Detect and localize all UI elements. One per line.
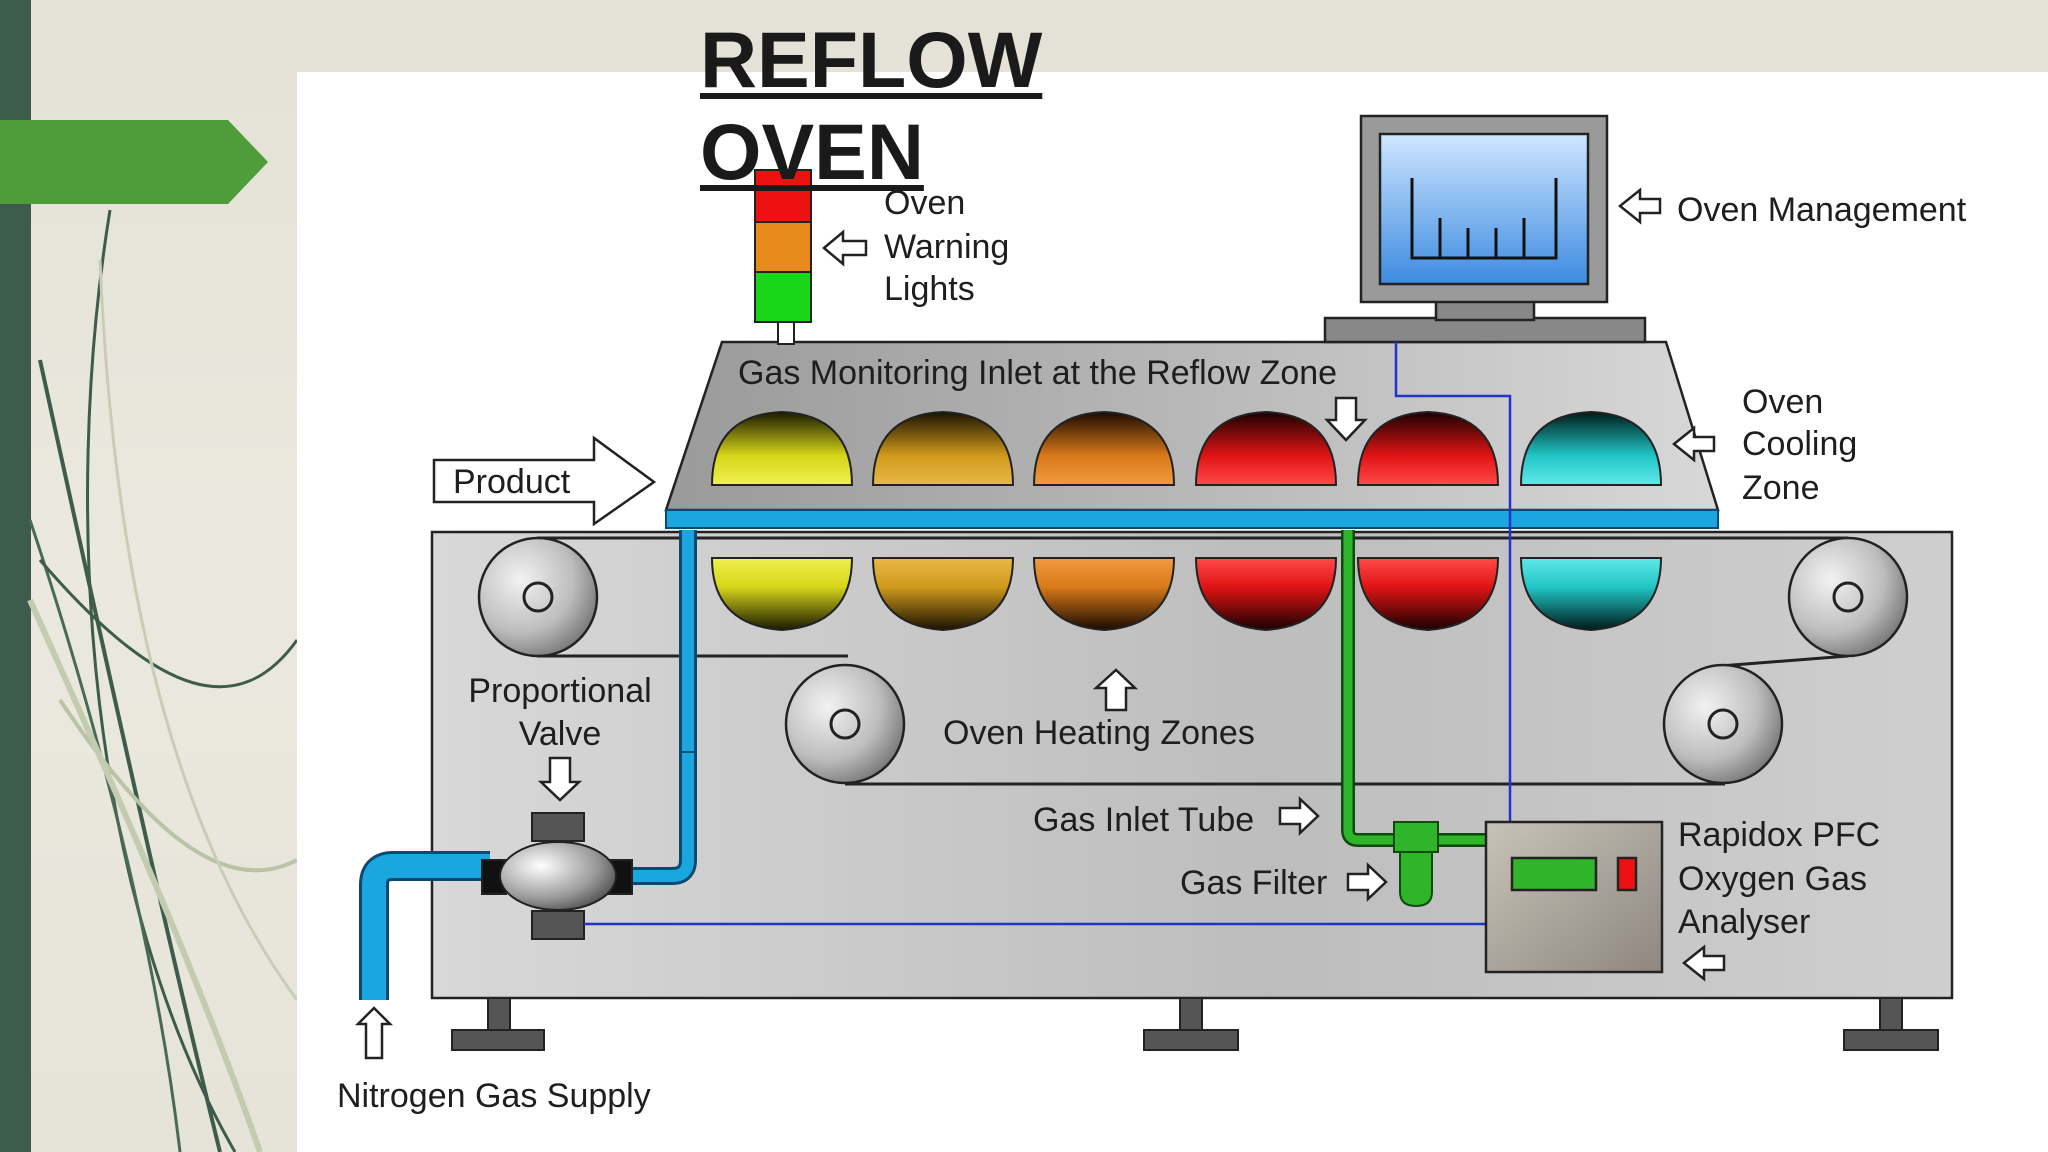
product-label: Product <box>453 463 571 501</box>
left-arrow-icon <box>1681 944 1726 982</box>
accent-arrow-shape <box>0 120 268 204</box>
gas-inlet-tube-label: Gas Inlet Tube <box>1033 801 1254 839</box>
oven-management-label: Oven Management <box>1677 191 1967 229</box>
analyser-indicator <box>1616 856 1638 892</box>
cooling-zone-label-2: Cooling <box>1742 425 1857 463</box>
heating-zones-label: Oven Heating Zones <box>943 714 1255 752</box>
signal-wires <box>584 342 1512 926</box>
roller <box>1662 663 1784 785</box>
up-arrow-icon <box>354 1006 394 1060</box>
analyser-label-1: Rapidox PFC <box>1678 816 1880 854</box>
up-arrow-icon <box>1092 668 1139 712</box>
warning-light-red <box>754 169 812 223</box>
proportional-valve <box>481 812 633 940</box>
gas-filter-label: Gas Filter <box>1180 864 1327 902</box>
product-arrow-icon <box>432 435 657 527</box>
warning-light-green <box>754 271 812 323</box>
analyser-display <box>1510 856 1598 892</box>
roller <box>477 536 599 658</box>
analyser-label-2: Oxygen Gas <box>1678 860 1867 898</box>
oven-management-monitor <box>1323 114 1647 344</box>
left-arrow-icon <box>822 229 868 267</box>
lower-heating-zones <box>710 557 1663 632</box>
oven-feet <box>451 997 1939 1051</box>
warning-lights-label-2: Warning <box>884 228 1009 266</box>
cooling-zone-label-3: Zone <box>1742 469 1820 507</box>
left-arrow-icon <box>1617 187 1662 225</box>
proportional-valve-label-2: Valve <box>519 715 602 753</box>
cooling-zone-label-1: Oven <box>1742 383 1823 421</box>
gas-distribution-bar <box>665 509 1719 529</box>
warning-light-orange <box>754 221 812 273</box>
proportional-valve-label-1: Proportional <box>468 672 651 710</box>
warning-lights-label-1: Oven <box>884 184 965 222</box>
conveyor-belt <box>537 536 1849 786</box>
down-arrow-icon <box>1324 396 1368 442</box>
left-arrow-icon <box>1671 425 1716 463</box>
slide-title: REFLOW OVEN <box>700 15 1043 196</box>
warning-lights-label-3: Lights <box>884 270 975 308</box>
roller <box>784 663 906 785</box>
nitrogen-gas-line <box>359 530 697 1000</box>
upper-heating-zones <box>710 410 1663 486</box>
roller <box>1787 536 1909 658</box>
gas-inlet-tube <box>1341 530 1490 847</box>
nitrogen-supply-label: Nitrogen Gas Supply <box>337 1077 651 1115</box>
gas-filter <box>1393 821 1439 908</box>
down-arrow-icon <box>537 756 583 802</box>
warning-light-tower <box>754 169 812 345</box>
right-arrow-icon <box>1346 862 1388 902</box>
oxygen-gas-analyser <box>1484 820 1664 974</box>
analyser-label-3: Analyser <box>1678 903 1810 941</box>
callout-arrows <box>354 187 1726 1060</box>
decorative-swooshes <box>27 209 299 1152</box>
right-arrow-icon <box>1278 796 1320 836</box>
gas-monitoring-inlet-label: Gas Monitoring Inlet at the Reflow Zone <box>738 354 1337 392</box>
